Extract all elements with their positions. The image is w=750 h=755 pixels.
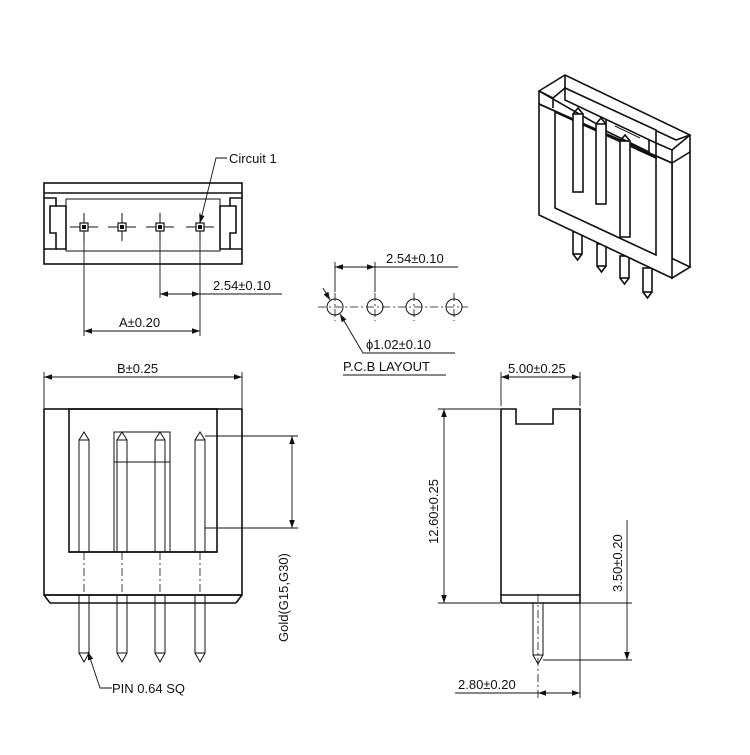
top-pins bbox=[70, 213, 214, 241]
top-view: Circuit 1 2.54±0.10 A±0.20 bbox=[43, 151, 282, 336]
gold-label: Gold(G15,G30) bbox=[276, 553, 291, 642]
pitch-top-label: 2.54±0.10 bbox=[213, 278, 271, 293]
side-width-label: 5.00±0.25 bbox=[508, 361, 566, 376]
pcb-layout-title: P.C.B LAYOUT bbox=[343, 359, 430, 374]
side-view: 5.00±0.25 12.60±0.25 3.50±0.20 2.80±0.20 bbox=[426, 361, 632, 700]
iso-inner-pins bbox=[572, 106, 631, 238]
dim-a-label: A±0.20 bbox=[119, 315, 160, 330]
front-pins bbox=[78, 431, 206, 664]
pcb-pitch-label: 2.54±0.10 bbox=[386, 251, 444, 266]
circuit-label: Circuit 1 bbox=[229, 151, 277, 166]
pin-label: PIN 0.64 SQ bbox=[112, 681, 185, 696]
isometric-view bbox=[537, 74, 692, 300]
pcb-holes bbox=[326, 293, 463, 321]
front-view: B±0.25 Gold(G15,G30) bbox=[43, 361, 298, 696]
dim-b-label: B±0.25 bbox=[117, 361, 158, 376]
side-height-label: 12.60±0.25 bbox=[426, 479, 441, 544]
pin-offset-label: 2.80±0.20 bbox=[458, 677, 516, 692]
pin-length-label: 3.50±0.20 bbox=[610, 534, 625, 592]
pcb-layout: 2.54±0.10 ϕ1.02±0.10 P.C.B LAYOUT bbox=[318, 251, 468, 376]
hole-diameter-label: ϕ1.02±0.10 bbox=[366, 337, 431, 352]
